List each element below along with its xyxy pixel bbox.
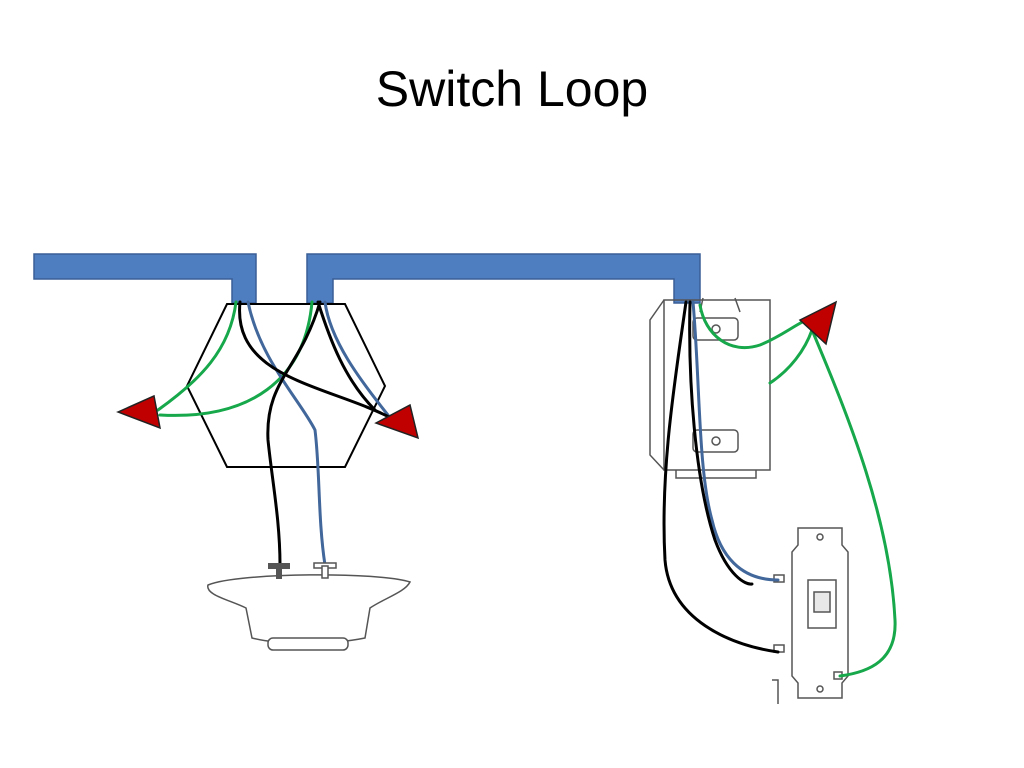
neutral-wire: [323, 300, 390, 417]
conduit-right-segment: [306, 253, 701, 304]
neutral-wire: [246, 300, 327, 567]
conduit-run: [33, 253, 701, 304]
ground-terminal-ceiling-right: [374, 403, 420, 440]
switch-box: [649, 297, 771, 479]
drawing-mark: [772, 679, 779, 704]
switch-loop-wiring: [662, 300, 897, 678]
hot-wire: [662, 300, 780, 654]
slide-title: Switch Loop: [375, 61, 649, 117]
single-pole-switch: [773, 527, 849, 699]
hot-wire: [316, 300, 377, 412]
hot-wire: [238, 300, 397, 422]
ground-terminal-switch: [798, 300, 838, 346]
ground-wire: [698, 303, 816, 350]
ceiling-box-wiring: [156, 300, 397, 567]
light-fixture: [207, 562, 412, 651]
hot-wire: [688, 300, 754, 586]
ground-wire: [768, 328, 814, 385]
ground-wire: [810, 328, 897, 678]
ground-wire: [156, 300, 238, 412]
neutral-wire: [691, 300, 780, 582]
ground-wire: [158, 300, 314, 417]
hot-wire: [266, 300, 322, 567]
ground-terminal-left: [116, 394, 161, 430]
conduit-left-segment: [33, 253, 257, 304]
